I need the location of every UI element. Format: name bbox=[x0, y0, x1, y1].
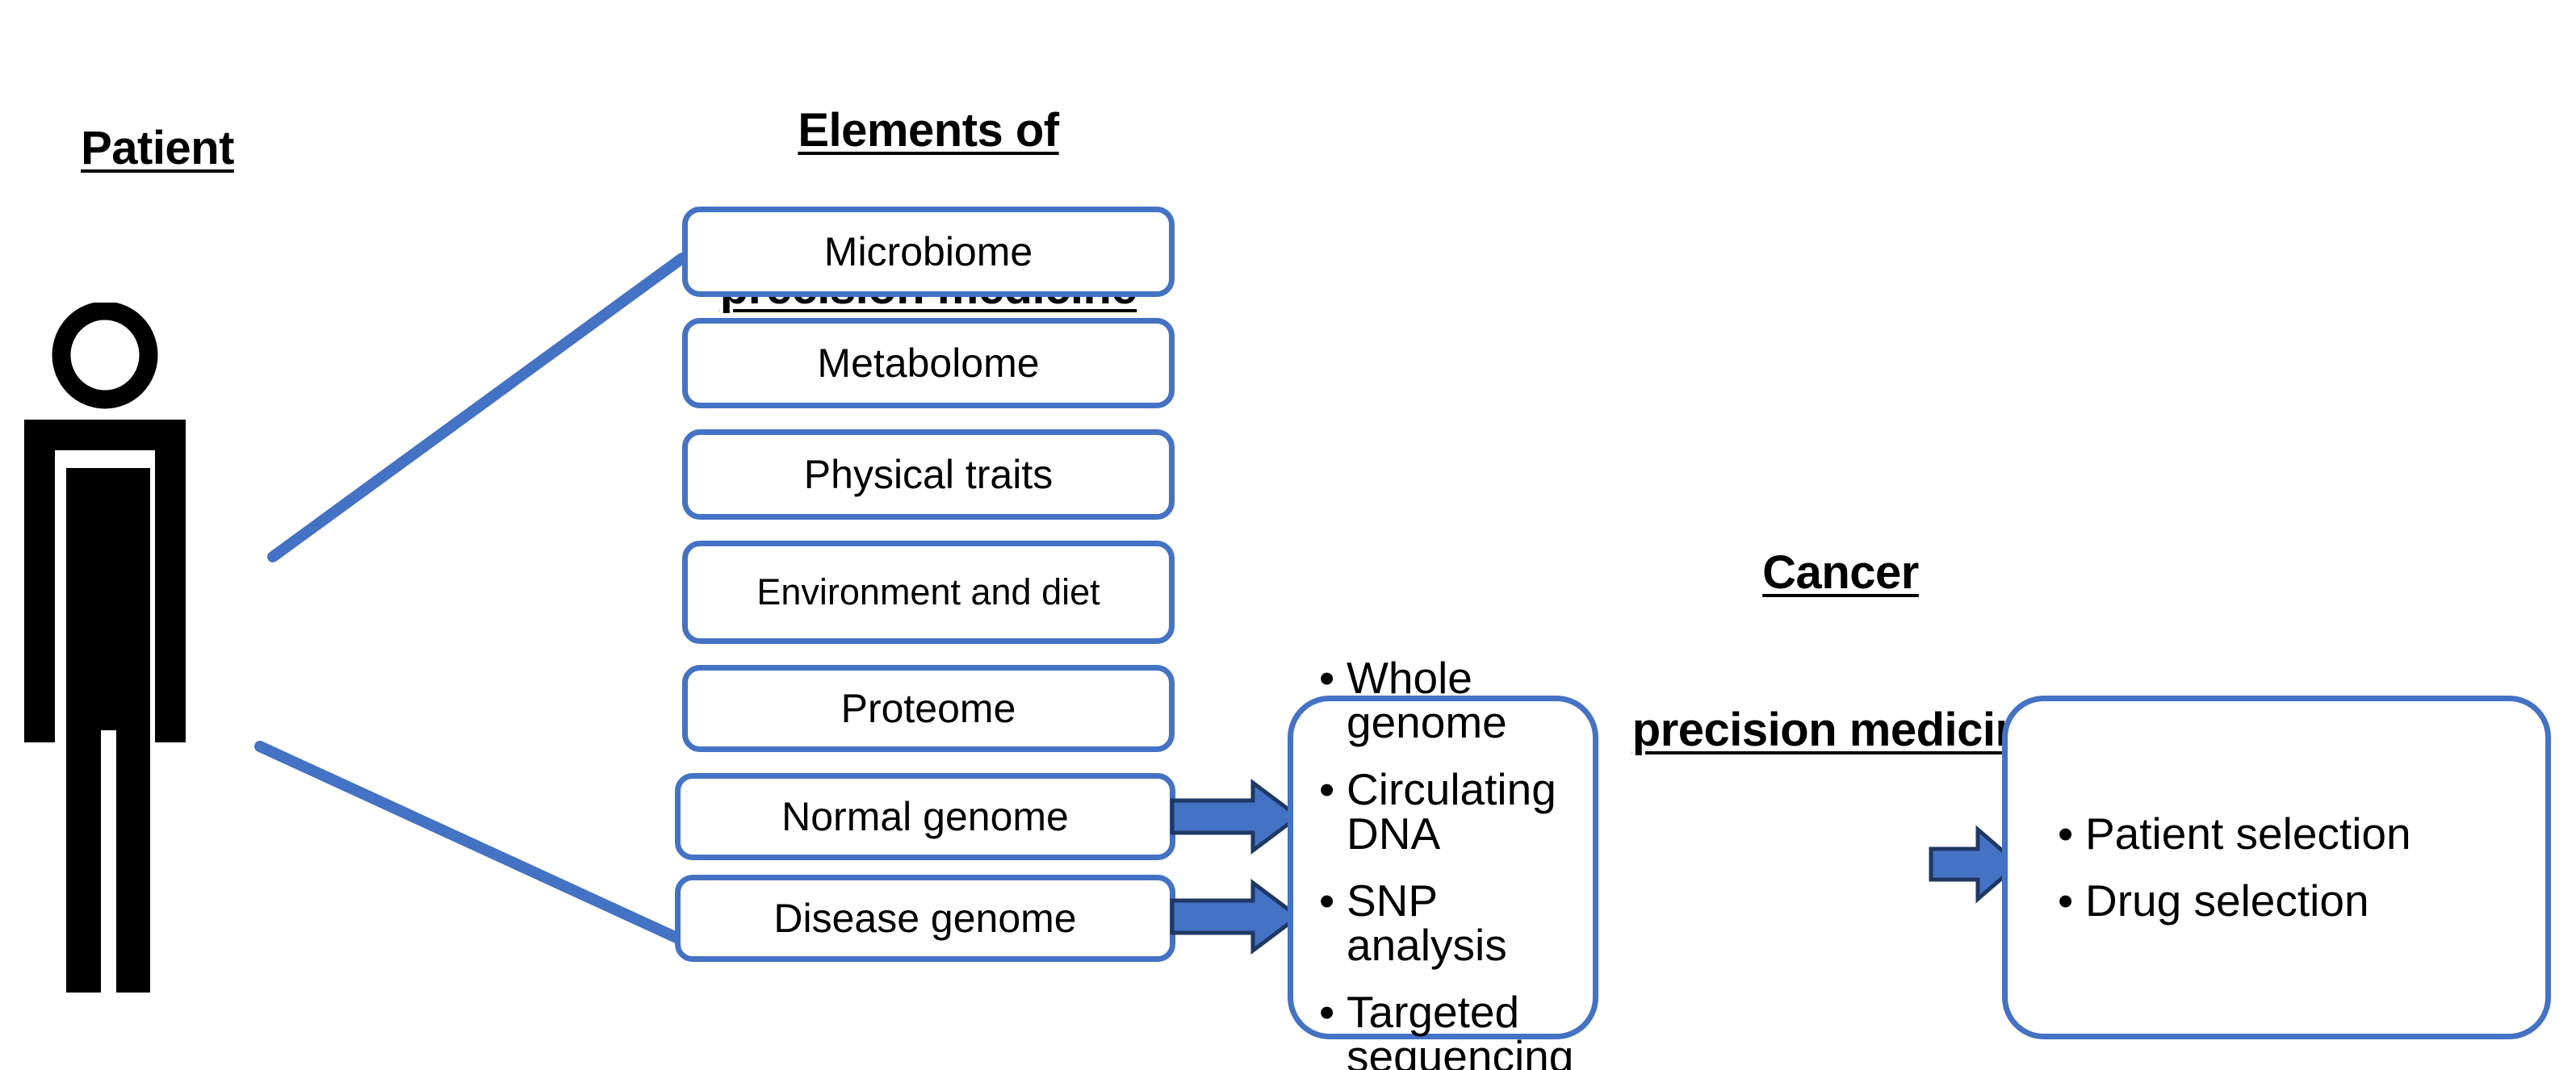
list-item: • Patient selection bbox=[2058, 812, 2545, 856]
list-item-label: Drug selection bbox=[2085, 876, 2369, 926]
list-item: • Targeted sequencing bbox=[1319, 990, 1593, 1070]
connector-line-icon-upper bbox=[267, 253, 688, 562]
list-item-label: Circulating DNA bbox=[1347, 764, 1556, 859]
element-box-label: Environment and diet bbox=[756, 571, 1100, 613]
list-item: • Circulating DNA bbox=[1319, 767, 1593, 856]
heading-cancer-line-1: Cancer bbox=[1762, 545, 1919, 599]
element-box-normal-genome[interactable]: Normal genome bbox=[675, 773, 1175, 860]
person-head-icon bbox=[52, 303, 158, 409]
element-box-label: Disease genome bbox=[773, 895, 1077, 941]
bullet-icon: • bbox=[2058, 876, 2074, 926]
cancer-tests-list: • Whole genome • Circulating DNA • SNP a… bbox=[1293, 656, 1593, 1070]
person-legs-icon bbox=[66, 468, 150, 993]
block-arrow-right-icon-disease-genome bbox=[1170, 879, 1302, 955]
element-box-label: Proteome bbox=[840, 685, 1016, 731]
bullet-icon: • bbox=[1319, 653, 1335, 703]
element-box-label: Metabolome bbox=[817, 340, 1040, 386]
list-item-label: Patient selection bbox=[2085, 809, 2411, 859]
list-item: • Drug selection bbox=[2058, 879, 2545, 923]
block-arrow-right-icon-normal-genome bbox=[1170, 779, 1302, 855]
element-box-microbiome[interactable]: Microbiome bbox=[682, 207, 1175, 297]
list-item-label: SNP analysis bbox=[1347, 876, 1507, 970]
element-box-metabolome[interactable]: Metabolome bbox=[682, 318, 1175, 408]
element-box-proteome[interactable]: Proteome bbox=[682, 665, 1175, 752]
list-item: • Whole genome bbox=[1319, 656, 1593, 745]
bullet-icon: • bbox=[1319, 987, 1335, 1037]
heading-patient: Patient bbox=[0, 18, 315, 280]
element-box-label: Microbiome bbox=[823, 228, 1033, 274]
element-box-label: Physical traits bbox=[803, 451, 1053, 497]
person-figure-icon bbox=[24, 303, 186, 993]
heading-elements-line-1: Elements of bbox=[798, 103, 1059, 157]
heading-patient-line-1: Patient bbox=[81, 121, 234, 174]
element-box-physical-traits[interactable]: Physical traits bbox=[682, 429, 1175, 520]
element-box-label: Normal genome bbox=[781, 793, 1069, 839]
selection-box[interactable]: • Patient selection • Drug selection bbox=[2002, 696, 2551, 1039]
connector-line-icon-lower bbox=[254, 741, 682, 943]
bullet-icon: • bbox=[2058, 809, 2074, 859]
bullet-icon: • bbox=[1319, 876, 1335, 926]
element-box-environment-and-diet[interactable]: Environment and diet bbox=[682, 541, 1175, 644]
list-item: • SNP analysis bbox=[1319, 879, 1593, 968]
list-item-label: Whole genome bbox=[1347, 653, 1507, 747]
person-arms-icon bbox=[24, 420, 186, 742]
cancer-tests-box[interactable]: • Whole genome • Circulating DNA • SNP a… bbox=[1288, 656, 1598, 1070]
bullet-icon: • bbox=[1319, 764, 1335, 814]
list-item-label: Targeted sequencing bbox=[1347, 987, 1574, 1070]
selection-list: • Patient selection • Drug selection bbox=[2008, 812, 2545, 923]
element-box-disease-genome[interactable]: Disease genome bbox=[675, 875, 1175, 962]
